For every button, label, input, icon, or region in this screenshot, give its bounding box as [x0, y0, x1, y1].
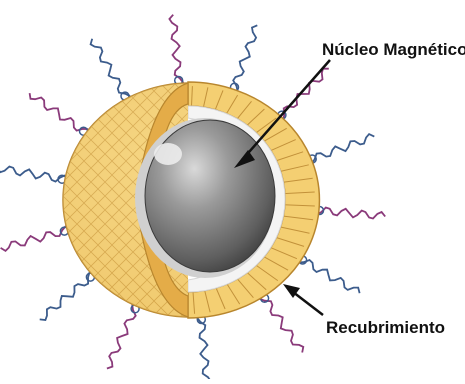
ligand-chain: [297, 257, 359, 293]
ligand-chain: [169, 15, 182, 87]
ligand-chain: [30, 93, 89, 135]
magnetic-core: [135, 118, 275, 278]
ligand-chain: [314, 208, 386, 219]
ligand-chain: [107, 303, 138, 368]
core-highlight: [154, 143, 182, 165]
core-label: Núcleo Magnético: [322, 40, 465, 60]
coating-arrow-line: [293, 292, 323, 315]
coating-label: Recubrimiento: [326, 318, 445, 338]
